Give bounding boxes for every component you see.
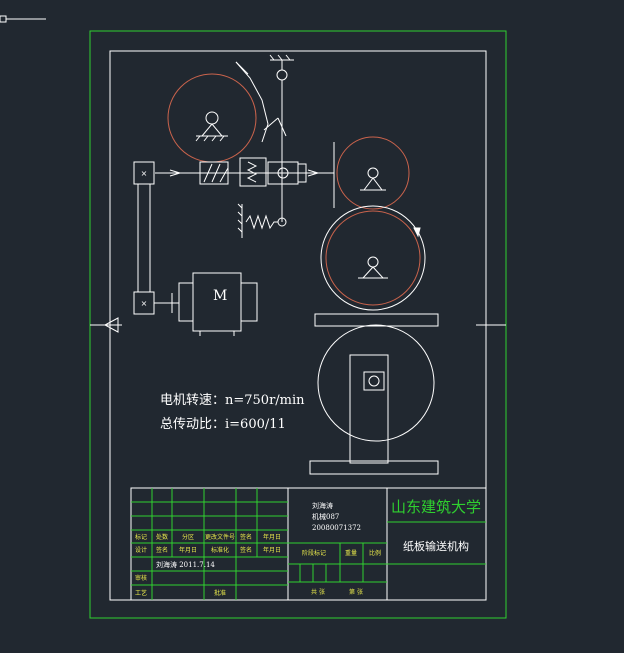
base-wheel bbox=[317, 324, 435, 442]
lower-feed-roller bbox=[320, 205, 426, 311]
svg-text:年月日: 年月日 bbox=[263, 546, 281, 554]
svg-text:签名: 签名 bbox=[156, 546, 168, 554]
svg-text:年月日: 年月日 bbox=[179, 546, 197, 554]
svg-text:处数: 处数 bbox=[156, 533, 168, 541]
svg-text:标准化: 标准化 bbox=[211, 546, 229, 554]
title-grid bbox=[131, 488, 486, 600]
svg-text:×: × bbox=[141, 169, 148, 178]
university-name: 山东建筑大学 bbox=[391, 498, 481, 516]
svg-text:签名: 签名 bbox=[240, 533, 252, 541]
date-entry: 刘海涛 2011.7.14 bbox=[156, 560, 215, 569]
spec-ratio: 总传动比：i=600/11 bbox=[160, 417, 286, 432]
header-row-2: 设计 签名 年月日 标准化 签名 年月日 bbox=[135, 546, 281, 554]
title-block bbox=[130, 487, 487, 601]
mechanism: × × bbox=[133, 54, 439, 475]
svg-text:设计: 设计 bbox=[135, 546, 147, 554]
header-row-1: 标记 处数 分区 更改文件号 签名 年月日 bbox=[135, 533, 281, 541]
centering-marks bbox=[90, 317, 506, 333]
base-plate bbox=[309, 460, 439, 475]
upper-feed-roller bbox=[336, 136, 410, 210]
stage-mark: 阶段标记 bbox=[302, 549, 326, 557]
svg-text:标记: 标记 bbox=[135, 533, 147, 541]
svg-text:×: × bbox=[141, 299, 148, 308]
row-approve2: 批准 bbox=[214, 589, 226, 597]
student-name: 刘海涛 bbox=[312, 501, 333, 510]
scale-label: 比例 bbox=[369, 549, 381, 557]
svg-text:更改文件号: 更改文件号 bbox=[205, 533, 235, 541]
sheet-total: 共 张 bbox=[311, 588, 325, 596]
svg-text:分区: 分区 bbox=[182, 533, 194, 541]
row-process: 工艺 bbox=[135, 589, 147, 597]
student-class: 机械087 bbox=[312, 512, 339, 521]
svg-text:年月日: 年月日 bbox=[263, 533, 281, 541]
student-id: 20080071372 bbox=[312, 524, 361, 532]
sheet-no: 第 张 bbox=[349, 588, 363, 596]
spec-speed: 电机转速：n=750r/min bbox=[160, 393, 305, 408]
upper-left-wheel bbox=[167, 73, 257, 163]
feed-table bbox=[314, 313, 439, 327]
row-approve: 审核 bbox=[135, 574, 147, 582]
weight-label: 重量 bbox=[345, 549, 357, 557]
ucs-icon bbox=[0, 15, 46, 23]
drawing-title: 纸板输送机构 bbox=[403, 539, 469, 553]
svg-text:签名: 签名 bbox=[240, 546, 252, 554]
motor-label: M bbox=[213, 288, 227, 304]
